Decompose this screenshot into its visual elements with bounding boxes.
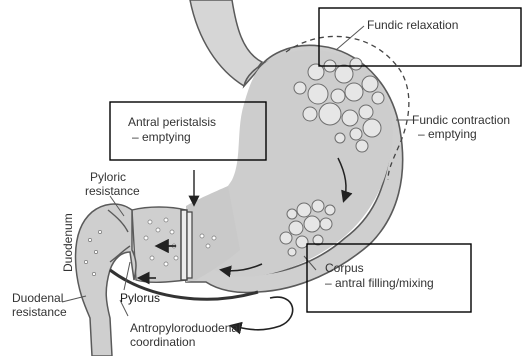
leader-pylorus <box>124 262 130 290</box>
label-corpus: Corpus <box>325 261 364 275</box>
pylorus-ring-left <box>181 210 187 280</box>
label-fundic-contraction: Fundic contraction <box>412 113 510 127</box>
arrow-coordination-curve <box>232 297 293 330</box>
label-antral-peristalsis-sub: – emptying <box>132 130 191 144</box>
label-pylorus: Pylorus <box>120 291 160 305</box>
label-corpus-sub: – antral filling/mixing <box>325 276 434 290</box>
label-antral-peristalsis: Antral peristalsis <box>128 115 216 129</box>
pylorus-ring-right <box>187 212 192 278</box>
label-pyloric-resistance-line2: resistance <box>85 184 140 198</box>
label-antropyloroduodenal-line1: Antropyloroduodenal <box>130 321 241 335</box>
label-fundic-relaxation: Fundic relaxation <box>367 18 458 32</box>
label-duodenal-resistance-line1: Duodenal <box>12 291 63 305</box>
leader-fundic-relaxation <box>336 26 364 50</box>
label-pyloric-resistance-line1: Pyloric <box>90 170 126 184</box>
label-duodenal-resistance-line2: resistance <box>12 305 67 319</box>
label-duodenum: Duodenum <box>61 213 75 272</box>
label-antropyloroduodenal-line2: coordination <box>130 335 195 349</box>
label-fundic-contraction-sub: – emptying <box>418 127 477 141</box>
